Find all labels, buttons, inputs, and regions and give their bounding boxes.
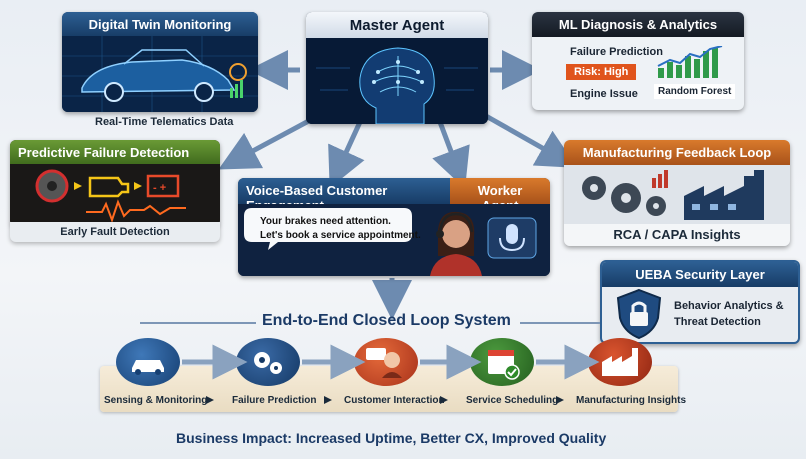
ml-diagnosis-card: ML Diagnosis & Analytics Failure Predict… <box>532 12 744 110</box>
svg-text:- +: - + <box>153 182 166 194</box>
step-label-manufacturing: Manufacturing Insights <box>576 395 686 406</box>
ueba-card: UEBA Security Layer Behavior Analytics &… <box>600 260 800 344</box>
step-circle-manufacturing <box>588 338 652 386</box>
ueba-line-1: Behavior Analytics & <box>674 300 784 312</box>
bubble-line-2: Let's book a service appointment. <box>260 230 421 241</box>
voice-scene <box>238 204 550 276</box>
closed-loop-title-rule-right <box>520 322 600 324</box>
brake-engine-battery-icons: - + <box>10 164 220 226</box>
calendar-check-icon <box>488 350 520 380</box>
voice-engagement-card: Voice-Based Customer Engagement Worker A… <box>238 178 550 276</box>
closed-loop-title-rule-left <box>140 322 256 324</box>
arrow-master-to-manufacturing <box>484 113 578 168</box>
shield-lock-icon <box>616 288 662 340</box>
ai-brain-head-icon <box>306 38 488 124</box>
step-circle-customer <box>354 338 418 386</box>
master-agent-card: Master Agent <box>306 12 488 124</box>
failure-prediction-label: Failure Prediction <box>570 46 663 58</box>
risk-high-badge: Risk: High <box>566 64 637 80</box>
arrow-master-to-voice-right <box>432 121 470 189</box>
voice-engagement-title: Voice-Based Customer Engagement <box>238 178 450 213</box>
predictive-failure-card: Predictive Failure Detection - + <box>10 140 220 226</box>
random-forest-label: Random Forest <box>654 84 736 99</box>
speech-bubble <box>244 208 412 250</box>
gears-icon <box>254 352 282 374</box>
bar-trend-icon <box>657 46 723 78</box>
predictive-failure-caption: Early Fault Detection <box>10 222 220 242</box>
digital-twin-card: Digital Twin Monitoring <box>62 12 258 112</box>
step-circle-failure <box>236 338 300 386</box>
manufacturing-caption: RCA / CAPA Insights <box>564 224 790 246</box>
step-circle-scheduling <box>470 338 534 386</box>
agent-chat-icon <box>366 348 402 378</box>
step-label-scheduling: Service Scheduling <box>466 395 559 406</box>
bubble-line-1: Your brakes need attention. <box>260 216 391 227</box>
factory-icon <box>684 170 764 220</box>
manufacturing-card: Manufacturing Feedback Loop RCA / CAPA I… <box>564 140 790 246</box>
step-label-failure: Failure Prediction <box>232 395 317 406</box>
step-label-customer: Customer Interaction <box>344 395 445 406</box>
digital-twin-title: Digital Twin Monitoring <box>62 12 258 37</box>
arrow-master-to-voice-left <box>328 120 365 189</box>
headset-icon <box>438 212 474 233</box>
closed-loop-title: End-to-End Closed Loop System <box>262 312 511 329</box>
predictive-failure-title: Predictive Failure Detection <box>10 140 220 165</box>
factory-icon <box>602 348 638 376</box>
battery-warning-icon <box>146 174 180 198</box>
gears-factory-icon <box>582 170 764 220</box>
master-agent-title: Master Agent <box>306 12 488 39</box>
digital-twin-caption: Real-Time Telematics Data <box>95 116 234 128</box>
car-wireframe-icon <box>62 36 258 112</box>
ueba-title: UEBA Security Layer <box>602 262 798 287</box>
worker-agent-label: Worker Agent <box>450 178 550 213</box>
step-label-sensing: Sensing & Monitoring <box>104 395 208 406</box>
engine-issue-label: Engine Issue <box>570 88 638 100</box>
ml-diagnosis-title: ML Diagnosis & Analytics <box>532 12 744 37</box>
check-engine-icon <box>88 176 130 198</box>
step-circle-sensing <box>116 338 180 386</box>
manufacturing-title: Manufacturing Feedback Loop <box>564 140 790 165</box>
ueba-line-2: Threat Detection <box>674 316 761 328</box>
business-impact-text: Business Impact: Increased Uptime, Bette… <box>176 430 607 446</box>
car-icon <box>132 360 164 375</box>
